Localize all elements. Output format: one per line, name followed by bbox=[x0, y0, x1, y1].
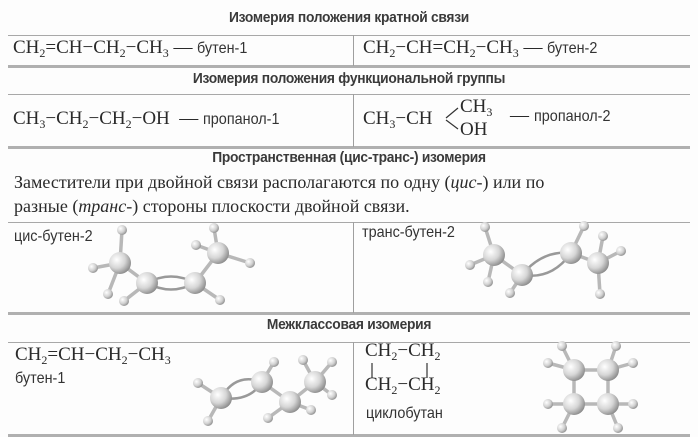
carbon-atom bbox=[304, 371, 326, 393]
carbon-atom bbox=[136, 272, 158, 294]
carbon-atom bbox=[560, 242, 582, 264]
hydrogen-atom bbox=[298, 355, 308, 365]
hydrogen-atom bbox=[203, 416, 213, 426]
hydrogen-atom bbox=[103, 289, 113, 299]
hydrogen-atom bbox=[480, 222, 490, 232]
carbon-atom bbox=[511, 264, 533, 286]
formula-propanol-1: CH3−CH2−CH2−OH — пропанол-1 bbox=[13, 108, 280, 131]
carbon-atom bbox=[251, 371, 273, 393]
hydrogen-atom bbox=[598, 231, 608, 241]
hydrogen-atom bbox=[245, 258, 255, 268]
cyclobutane-ring-bottom: CH2−CH2 bbox=[365, 374, 441, 397]
hydrogen-atom bbox=[465, 260, 475, 270]
hydrogen-atom bbox=[557, 423, 567, 433]
hydrogen-atom bbox=[269, 357, 279, 367]
carbon-atom bbox=[210, 387, 232, 409]
column-divider bbox=[353, 94, 354, 147]
hydrogen-atom bbox=[543, 399, 553, 409]
branch-ch3: CH3 bbox=[460, 96, 493, 119]
branch-oh: OH bbox=[460, 119, 488, 140]
hydrogen-atom bbox=[557, 341, 567, 351]
cyclobutane-ring-top: CH2−CH2 bbox=[365, 340, 441, 363]
cyclobutane-model bbox=[547, 345, 634, 429]
hydrogen-atom bbox=[117, 225, 127, 235]
rule bbox=[8, 146, 690, 149]
formula-butene-1: CH2=CH−CH2−CH3 — бутен-1 bbox=[13, 37, 248, 60]
carbon-atom bbox=[279, 391, 301, 413]
rule bbox=[8, 434, 690, 437]
cis-trans-description: Заместители при двойной связи располагаю… bbox=[14, 172, 545, 216]
compound-name: бутен-2 bbox=[547, 40, 598, 57]
cyclobutane-label: циклобутан bbox=[366, 405, 443, 422]
hydrogen-atom bbox=[209, 223, 219, 233]
hydrogen-atom bbox=[505, 288, 515, 298]
hydrogen-atom bbox=[193, 378, 203, 388]
hydrogen-atom bbox=[483, 277, 493, 287]
rule bbox=[8, 94, 690, 95]
hydrogen-atom bbox=[595, 289, 605, 299]
propanol-2-label: — пропанол-2 bbox=[510, 105, 611, 126]
column-divider bbox=[353, 35, 354, 66]
rule bbox=[8, 222, 690, 223]
hydrogen-atom bbox=[215, 295, 225, 305]
formula-butene-1-interclass: CH2=CH−CH2−CH3 bbox=[15, 344, 171, 367]
hydrogen-atom bbox=[543, 358, 553, 368]
hydrogen-atom bbox=[327, 390, 337, 400]
section-title-functional-group-position: Изомерия положения функциональной группы bbox=[192, 70, 506, 87]
carbon-atom bbox=[483, 244, 505, 266]
carbon-atom bbox=[587, 252, 609, 274]
cis-butene-2-label: цис-бутен-2 bbox=[14, 228, 93, 245]
hydrogen-atom bbox=[616, 246, 626, 256]
hydrogen-atom bbox=[119, 296, 129, 306]
rule bbox=[8, 342, 690, 343]
hydrogen-atom bbox=[306, 405, 316, 415]
column-divider bbox=[353, 342, 354, 435]
hydrogen-atom bbox=[628, 358, 638, 368]
formula-propanol-2-main: CH3−CH bbox=[363, 108, 433, 131]
hydrogen-atom bbox=[88, 263, 98, 273]
hydrogen-atom bbox=[611, 341, 621, 351]
hydrogen-atom bbox=[613, 423, 623, 433]
hydrogen-atom bbox=[263, 413, 273, 423]
compound-name: бутен-1 bbox=[197, 40, 248, 57]
column-divider bbox=[353, 222, 354, 313]
rule bbox=[8, 65, 690, 68]
rule bbox=[8, 35, 690, 36]
section-title-multiple-bond-position: Изомерия положения кратной связи bbox=[228, 9, 470, 26]
section-title-interclass: Межклассовая изомерия bbox=[266, 316, 432, 333]
section-title-cis-trans: Пространственная (цис-транс-) изомерия bbox=[212, 149, 486, 166]
hydrogen-atom bbox=[579, 221, 589, 231]
carbon-atom bbox=[184, 272, 206, 294]
hydrogen-atom bbox=[628, 399, 638, 409]
carbon-atom bbox=[597, 359, 619, 381]
carbon-atom bbox=[207, 242, 229, 264]
compound-name: пропанол-2 bbox=[533, 108, 611, 125]
rule bbox=[8, 312, 690, 315]
trans-butene-2-label: транс-бутен-2 bbox=[362, 224, 455, 241]
carbon-atom bbox=[597, 393, 619, 415]
formula-butene-2: CH2−CH=CH2−CH3 — бутен-2 bbox=[363, 37, 598, 60]
compound-name: пропанол-1 bbox=[203, 111, 280, 128]
carbon-atom bbox=[563, 393, 585, 415]
butene-1-label: бутен-1 bbox=[15, 370, 66, 387]
carbon-atom bbox=[109, 252, 131, 274]
hydrogen-atom bbox=[327, 357, 337, 367]
hydrogen-atom bbox=[191, 240, 201, 250]
carbon-atom bbox=[563, 359, 585, 381]
